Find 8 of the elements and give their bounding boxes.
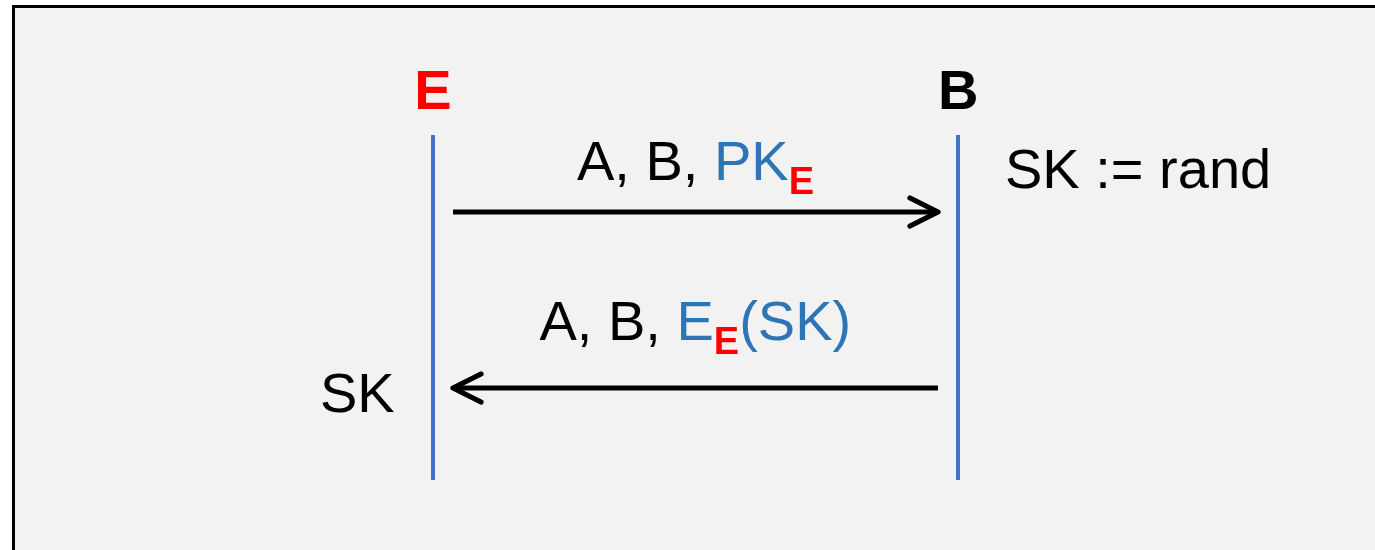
note-text: SK := rand xyxy=(1005,138,1272,200)
message-label: A, B, PK$_{E}$ xyxy=(577,130,814,204)
message-arrow xyxy=(453,195,941,229)
participant-label: E xyxy=(413,60,453,120)
participant-label: B xyxy=(938,60,978,120)
note-text: SK xyxy=(320,362,395,424)
message-label: A, B, E$_{E}$(SK) xyxy=(539,290,852,364)
message-arrow xyxy=(450,371,938,405)
